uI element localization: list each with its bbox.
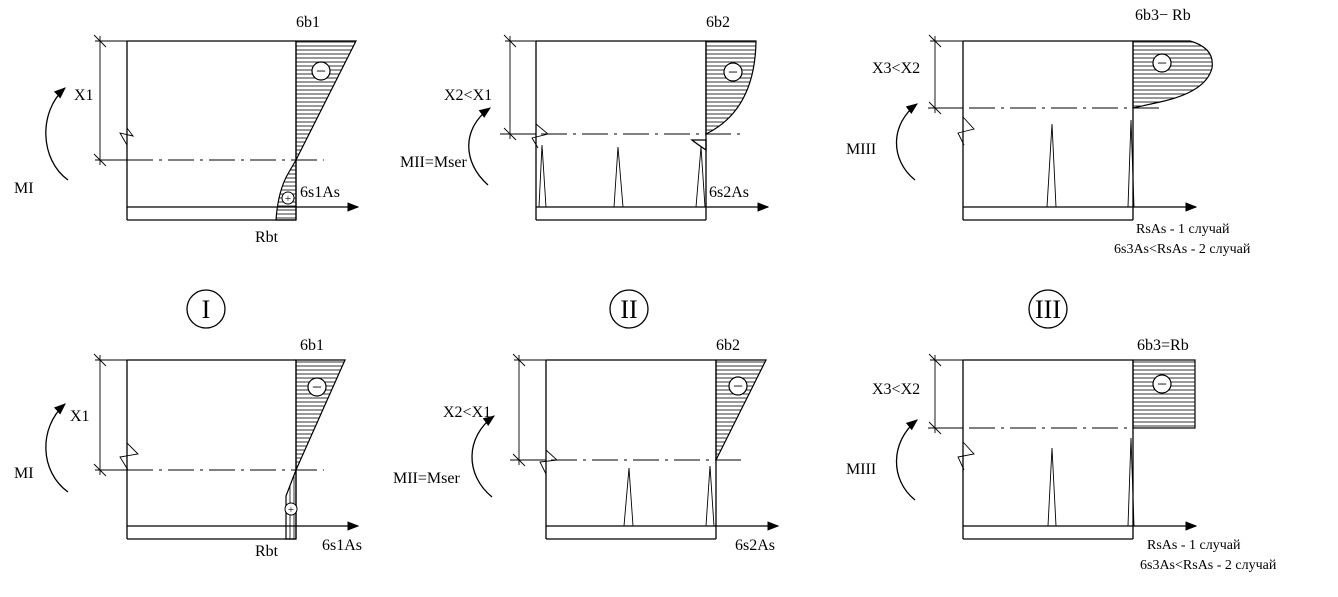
moment-arrow: [471, 415, 495, 498]
beam-section: [531, 40, 707, 221]
label-rbt: Rbt: [255, 229, 279, 246]
depth-dimension: [512, 353, 546, 467]
compression-stress-block: −: [715, 359, 767, 461]
minus-sign-icon: [1152, 53, 1172, 73]
minus-sign-icon: [311, 61, 331, 81]
depth-dimension: [928, 34, 963, 115]
tension-stress-block: +: [275, 157, 297, 221]
label-concrete-stress: 6b1: [300, 337, 324, 354]
minus-sign-icon: [723, 62, 743, 82]
crack-tip: [690, 139, 707, 152]
stage-label-3: III: [1028, 289, 1068, 329]
label-rbt: Rbt: [255, 543, 279, 560]
panel-stage-3-top: − X3<X2 MIII 6b3− Rb RsAs - 1 случай 6s3…: [846, 7, 1251, 257]
depth-dimension: [93, 353, 127, 477]
svg-text:−: −: [312, 377, 322, 397]
cracks: [623, 465, 715, 527]
beam-section: [957, 359, 1134, 540]
minus-sign-icon: [307, 377, 327, 397]
svg-text:I: I: [202, 295, 211, 324]
label-concrete-stress: 6b3− Rb: [1135, 7, 1191, 24]
beam-section: [957, 40, 1134, 221]
depth-dimension: [928, 353, 963, 435]
cracks: [538, 144, 706, 208]
svg-text:II: II: [620, 295, 637, 324]
label-moment: MIII: [846, 141, 876, 158]
label-depth: X3<X2: [872, 60, 920, 77]
label-concrete-stress: 6b2: [716, 337, 740, 354]
label-steel-force: 6s2As: [735, 537, 775, 554]
cracks: [1046, 119, 1135, 208]
moment-arrow: [895, 103, 918, 181]
label-steel-force: 6s1As: [322, 537, 362, 554]
panel-stage-1-bottom: − + X1 MI 6b1 6s1As Rbt: [14, 337, 362, 560]
label-moment: MI: [14, 180, 34, 197]
label-moment: MIII: [846, 461, 876, 478]
label-depth: X2<X1: [444, 87, 492, 104]
tension-stress-block: +: [284, 469, 298, 540]
label-case-2: 6s3As<RsAs - 2 случай: [1140, 558, 1277, 573]
label-moment: MII=Mser: [400, 154, 467, 171]
label-steel-force: 6s2As: [709, 184, 749, 201]
minus-sign-icon: [1152, 374, 1172, 394]
label-moment: MII=Mser: [393, 470, 460, 487]
beam-section: [539, 359, 717, 540]
svg-text:III: III: [1035, 295, 1061, 324]
label-case-1: RsAs - 1 случай: [1147, 538, 1241, 553]
panel-stage-2-bottom: − X2<X1 MII=Mser 6b2 6s2As: [393, 337, 780, 554]
beam-section: [119, 40, 297, 221]
compression-stress-block: −: [1132, 359, 1196, 429]
panel-stage-1-top: − + X1 MI 6b1 6s1As Rbt: [14, 14, 360, 246]
label-depth: X2<X1: [443, 404, 491, 421]
label-depth: X3<X2: [872, 381, 920, 398]
plus-sign-icon: [281, 191, 295, 205]
compression-stress-block: −: [1132, 40, 1213, 109]
svg-text:−: −: [1157, 374, 1167, 394]
label-depth: X1: [74, 87, 94, 104]
panel-stage-2-top: − X2<X1 MII=Mser 6b2 6s2As: [400, 14, 770, 221]
compression-stress-block: −: [295, 359, 346, 471]
moment-arrow: [45, 87, 69, 181]
label-concrete-stress: 6b1: [296, 14, 320, 31]
minus-sign-icon: [728, 376, 748, 396]
label-depth: X1: [70, 408, 90, 425]
svg-text:−: −: [316, 61, 326, 81]
label-case-2: 6s3As<RsAs - 2 случай: [1114, 242, 1251, 257]
compression-stress-block: −: [295, 40, 357, 161]
depth-dimension: [93, 34, 127, 167]
label-case-1: RsAs - 1 случай: [1136, 222, 1230, 237]
cracks: [1047, 437, 1135, 527]
stage-label-2: II: [609, 289, 649, 329]
label-moment: MI: [14, 465, 34, 482]
stage-label-1: I: [186, 289, 226, 329]
label-steel-force: 6s1As: [300, 184, 340, 201]
svg-text:−: −: [728, 62, 738, 82]
svg-text:−: −: [1157, 53, 1167, 73]
moment-arrow: [895, 419, 918, 501]
label-concrete-stress: 6b2: [706, 14, 730, 31]
label-concrete-stress: 6b3=Rb: [1137, 337, 1189, 354]
depth-dimension: [503, 34, 536, 141]
moment-arrow: [45, 403, 69, 493]
moment-arrow: [468, 107, 491, 186]
svg-text:−: −: [733, 376, 743, 396]
compression-stress-block: −: [705, 40, 757, 135]
svg-text:+: +: [288, 504, 294, 516]
panel-stage-3-bottom: − X3<X2 MIII 6b3=Rb RsAs - 1 случай 6s3A…: [846, 337, 1277, 573]
plus-sign-icon: [284, 502, 298, 516]
svg-text:+: +: [285, 193, 291, 205]
beam-section: [119, 359, 297, 540]
